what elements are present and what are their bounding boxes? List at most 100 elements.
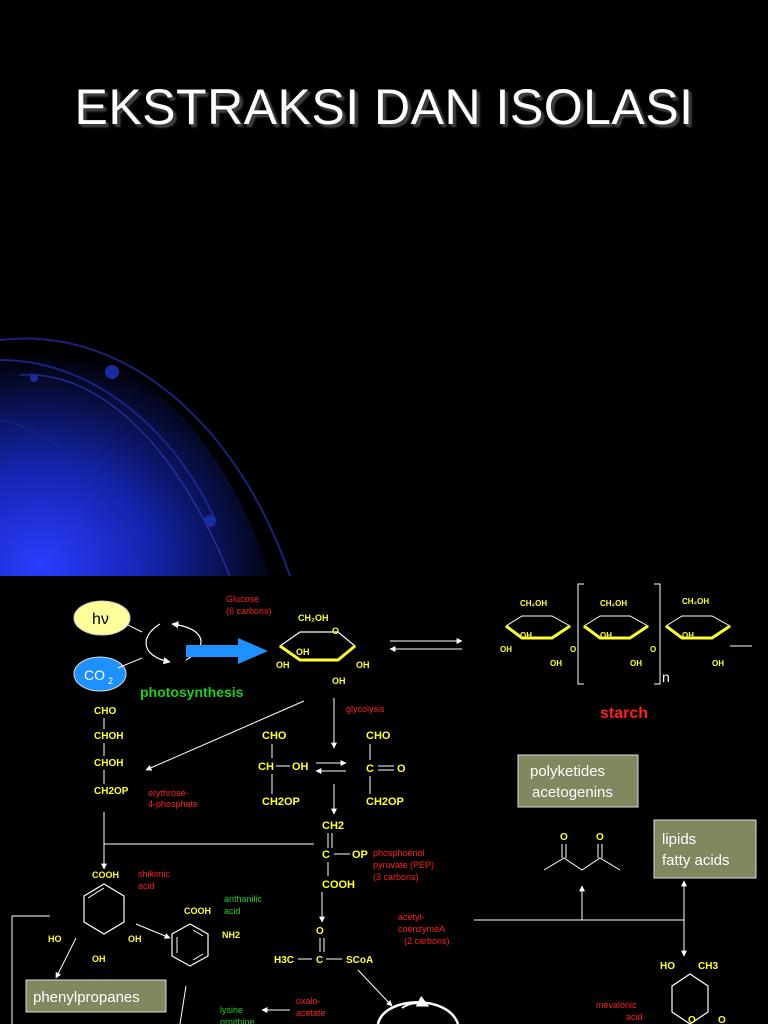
mevalonic-carbonyl-o: O	[718, 1015, 726, 1024]
biosynthesis-diagram: hν CO 2 photosynthesis Glucose (6 carbon…	[0, 576, 768, 1024]
glucose-ring-bold-edge	[279, 644, 356, 662]
shikimate-to-phenylpropanes-arrow	[55, 937, 77, 979]
oxaloacetate-label: acetate	[296, 1008, 326, 1018]
pep-label: pyruvate (PEP)	[373, 860, 434, 870]
lipids-label: lipids	[662, 831, 696, 848]
mevalonic-label: mevalonic	[596, 1000, 637, 1010]
diketone-skeleton	[543, 857, 621, 871]
acetylcoa-to-tca-arrow	[357, 969, 393, 1007]
shikimic-oh: OH	[92, 954, 106, 964]
light-energy-label: hν	[92, 611, 109, 628]
mevalonic-ho: HO	[660, 961, 675, 972]
erythrose-label: 4-phosphate	[148, 799, 198, 809]
anthranilic-cooh: COOH	[184, 906, 211, 916]
starch-polymer	[505, 583, 752, 685]
dhap-c: C	[366, 763, 374, 775]
light-energy-ellipse	[73, 600, 131, 636]
erythrose-chain-line: CH2OP	[94, 786, 129, 797]
cycle-arrow-icon	[145, 623, 171, 665]
acetyl-label: coenzymeA	[398, 924, 445, 934]
carbon-dioxide-subscript: 2	[108, 676, 113, 686]
glucose-label: Glucose	[226, 594, 259, 604]
mevalonic-ch3: CH3	[698, 961, 718, 972]
acetyl-label: acetyl-	[398, 912, 425, 922]
pep-c: C	[322, 849, 330, 861]
starch-repeat-n: n	[662, 669, 670, 685]
starch-oh: OH	[600, 631, 612, 640]
slide-background-decoration	[0, 337, 291, 576]
erythrose-label: erythrose-	[148, 788, 189, 798]
erythrose-chain-line: CHOH	[94, 758, 123, 769]
light-to-cycle-arrow	[121, 621, 143, 633]
glucose-oh: OH	[356, 660, 370, 670]
shikimic-label: acid	[138, 881, 155, 891]
shikimic-label: shikimic	[138, 869, 171, 879]
dhap-cho: CHO	[366, 730, 391, 742]
pep-cooh: COOH	[322, 879, 355, 891]
triose-ch: CH	[258, 761, 274, 773]
acetyl-h3c: H3C	[274, 955, 294, 966]
anthranilic-nh2: NH2	[222, 930, 240, 940]
starch-oh: OH	[630, 659, 642, 668]
triose-cho: CHO	[262, 730, 287, 742]
carbon-dioxide-ellipse	[73, 656, 127, 692]
shikimic-oh: OH	[128, 934, 142, 944]
mevalonic-label: acid	[626, 1012, 643, 1022]
photosynthesis-arrow-icon	[186, 638, 268, 664]
shikimate-to-anthranilate-arrow	[135, 923, 171, 939]
photosynthesis-label: photosynthesis	[140, 684, 244, 700]
anthranilic-label: anthanilic	[224, 894, 263, 904]
starch-ch2oh: CH₂OH	[682, 597, 709, 606]
slide-title: EKSTRAKSI DAN ISOLASI	[74, 79, 694, 135]
starch-oh: OH	[500, 645, 512, 654]
shikimic-ho: HO	[48, 934, 62, 944]
triose-oh: OH	[292, 761, 309, 773]
acetyl-o: O	[316, 926, 324, 937]
acetyl-label: (2 carbons)	[404, 936, 450, 946]
glucose-oh: OH	[296, 647, 310, 657]
starch-o: O	[650, 645, 656, 654]
starch-oh: OH	[520, 631, 532, 640]
shikimic-cooh: COOH	[92, 870, 119, 880]
phenylpropanes-label: phenylpropanes	[33, 989, 140, 1006]
erythrose-chain-line: CHOH	[94, 731, 123, 742]
starch-oh: OH	[712, 659, 724, 668]
anthranilic-ring	[171, 923, 209, 967]
anthranilic-label: acid	[224, 906, 241, 916]
diketone-o: O	[596, 832, 604, 843]
mevalonic-ring	[671, 973, 709, 1024]
dhap-ch2op: CH2OP	[366, 796, 404, 808]
starch-ch2oh: CH₂OH	[600, 599, 627, 608]
triose-ch2op: CH2OP	[262, 796, 300, 808]
diketone-o: O	[560, 832, 568, 843]
fatty-acids-label: fatty acids	[662, 852, 730, 869]
polyketides-label: polyketides	[530, 763, 605, 780]
starch-oh: OH	[682, 631, 694, 640]
erythrose-chain-line: CHO	[94, 706, 116, 717]
shikimic-ring	[83, 883, 125, 935]
starch-oh: OH	[550, 659, 562, 668]
lysine-label: lysine	[220, 1005, 243, 1015]
glucose-oh: OH	[332, 676, 346, 686]
pep-op: OP	[352, 849, 368, 861]
pep-label: (3 carbons)	[373, 872, 419, 882]
acetyl-scoa: SCoA	[346, 955, 373, 966]
acetogenins-label: acetogenins	[532, 784, 613, 801]
glucose-to-erythrose-arrow	[145, 700, 305, 771]
dhap-o: O	[397, 763, 406, 775]
phenylpropanes-box	[25, 979, 167, 1013]
starch-o: O	[570, 645, 576, 654]
oxaloacetate-label: oxalo-	[296, 996, 321, 1006]
starch-ch2oh: CH₂OH	[520, 599, 547, 608]
pep-label: phosphoenol	[373, 848, 425, 858]
pep-ch2: CH2	[322, 820, 344, 832]
acetyl-c: C	[316, 955, 323, 966]
glucose-ch2oh: CH₂OH	[298, 613, 329, 623]
lipids-box	[653, 819, 757, 879]
glycolysis-label: glycolysis	[346, 704, 385, 714]
glucose-ring-oxygen: O	[332, 626, 339, 636]
co2-to-cycle-arrow	[117, 657, 143, 669]
glucose-oh: OH	[276, 660, 290, 670]
polyketides-box	[517, 754, 639, 808]
carbon-dioxide-label: CO	[84, 667, 105, 683]
